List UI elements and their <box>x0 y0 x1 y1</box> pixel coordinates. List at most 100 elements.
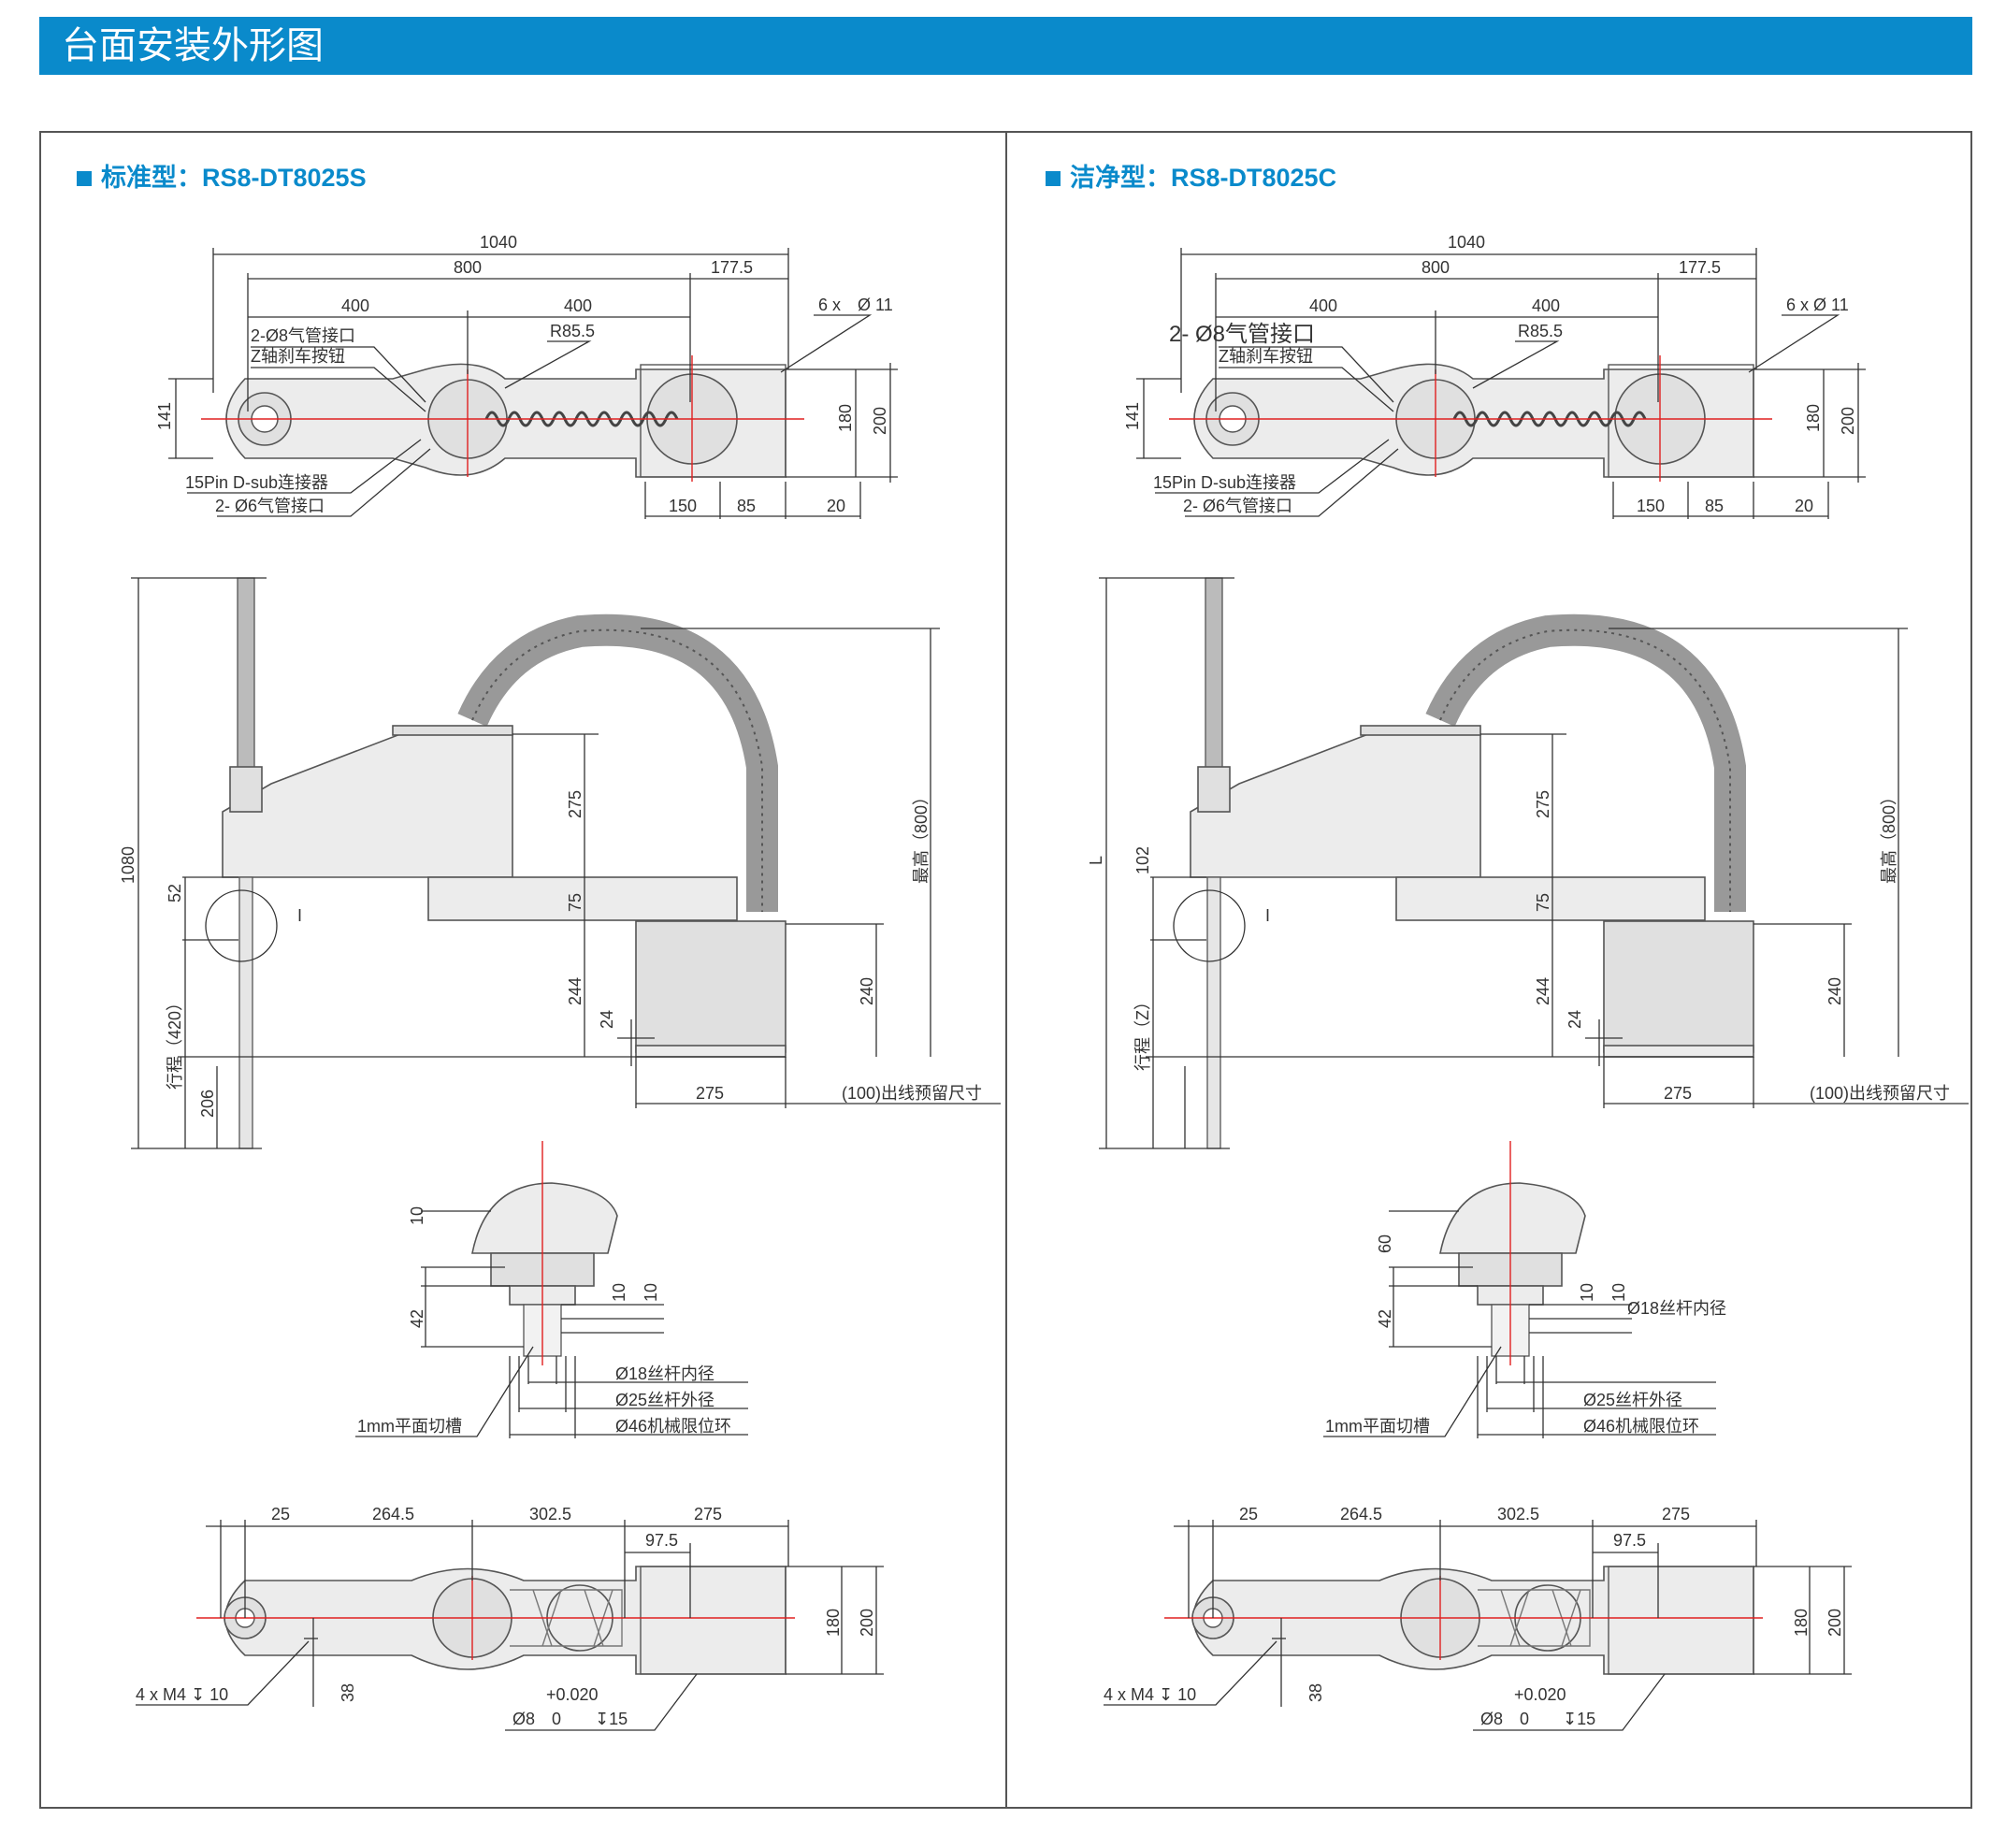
detail-mark: I <box>297 906 302 925</box>
dim-275-height: 275 <box>566 790 584 818</box>
dim-141: 141 <box>155 402 174 430</box>
air-port-8-label: 2-Ø8气管接口 <box>251 326 355 345</box>
dim-24: 24 <box>1566 1010 1584 1029</box>
stroke-label: 行程（420） <box>166 994 184 1090</box>
side-base <box>635 920 787 1053</box>
pin-hole-label: Ø8 0 ↧15 <box>512 1710 628 1728</box>
dim-38: 38 <box>339 1683 357 1702</box>
dim-60: 60 <box>1376 1234 1394 1253</box>
radius-label: R85.5 <box>1518 322 1563 340</box>
dim-25: 25 <box>1239 1505 1258 1523</box>
dim-180: 180 <box>836 404 855 432</box>
dim-200: 200 <box>1839 407 1857 435</box>
dim-180: 180 <box>824 1609 843 1637</box>
panel-divider <box>1005 131 1007 1809</box>
dim-244: 244 <box>566 977 584 1005</box>
screw-inner-label: Ø18丝杆内径 <box>615 1364 714 1383</box>
dim-400-right: 400 <box>564 296 592 315</box>
dim-52: 52 <box>166 884 184 902</box>
dim-75: 75 <box>1534 893 1552 912</box>
dsub-label: 15Pin D-sub连接器 <box>1153 473 1296 492</box>
dim-85: 85 <box>1705 497 1724 515</box>
dim-97-5: 97.5 <box>645 1531 678 1550</box>
dsub-label: 15Pin D-sub连接器 <box>185 473 328 492</box>
flat-cut-label: 1mm平面切槽 <box>1325 1417 1430 1436</box>
tapped-holes-label: 4 x M4 ↧ 10 <box>1104 1685 1196 1704</box>
screw-outer-label: Ø25丝杆外径 <box>615 1391 714 1409</box>
air-port-6-label: 2- Ø6气管接口 <box>1183 497 1292 515</box>
dim-275: 275 <box>694 1505 722 1523</box>
dim-10: 10 <box>642 1283 660 1302</box>
dim-275-width: 275 <box>1664 1084 1692 1103</box>
top-view <box>168 248 898 519</box>
detail-mark: I <box>1265 906 1270 925</box>
detail-callout-circle <box>205 889 278 962</box>
dim-180: 180 <box>1792 1609 1811 1637</box>
dim-264-5: 264.5 <box>372 1505 414 1523</box>
dim-20: 20 <box>827 497 845 515</box>
dim-1080: 1080 <box>119 846 137 884</box>
dim-L: L <box>1087 856 1105 865</box>
z-brake-label: Z轴刹车按钮 <box>251 347 345 366</box>
dim-177-5: 177.5 <box>711 258 753 277</box>
square-bullet-icon <box>77 171 92 186</box>
screw-inner-label: Ø18丝杆内径 <box>1627 1299 1726 1318</box>
top-cable-spiral <box>484 411 679 427</box>
dim-141: 141 <box>1123 402 1142 430</box>
dim-97-5: 97.5 <box>1613 1531 1646 1550</box>
holes-label: 6 x Ø 11 <box>1786 296 1849 314</box>
side-view <box>131 577 1001 1149</box>
dim-150: 150 <box>669 497 697 515</box>
dim-206: 206 <box>198 1090 217 1118</box>
dim-302-5: 302.5 <box>529 1505 571 1523</box>
dim-75: 75 <box>566 893 584 912</box>
dim-42: 42 <box>408 1309 426 1328</box>
z-brake-label: Z轴刹车按钮 <box>1219 347 1313 366</box>
panel-standard <box>131 248 1001 1731</box>
dim-800: 800 <box>1422 258 1450 277</box>
limit-ring-label: Ø46机械限位环 <box>1583 1417 1699 1436</box>
dim-240: 240 <box>1826 977 1844 1005</box>
heading-text: 标准型：RS8-DT8025S <box>101 164 367 192</box>
flat-cut-label: 1mm平面切槽 <box>357 1417 462 1436</box>
tapped-holes-label: 4 x M4 ↧ 10 <box>136 1685 228 1704</box>
dim-1040: 1040 <box>1448 233 1485 252</box>
side-lower-arm <box>427 876 738 921</box>
detail-view <box>355 1141 748 1438</box>
dim-20: 20 <box>1795 497 1813 515</box>
cable-reserve-label: (100)出线预留尺寸 <box>1810 1084 1950 1103</box>
dim-25: 25 <box>271 1505 290 1523</box>
dim-302-5: 302.5 <box>1497 1505 1539 1523</box>
dim-400-left: 400 <box>1309 296 1337 315</box>
dim-102: 102 <box>1133 846 1152 874</box>
air-port-8-label: 2- Ø8气管接口 <box>1169 322 1315 347</box>
pin-hole-label: Ø8 0 ↧15 <box>1480 1710 1595 1728</box>
dim-85: 85 <box>737 497 756 515</box>
dim-240: 240 <box>858 977 876 1005</box>
dim-10: 10 <box>1609 1283 1628 1302</box>
dim-200: 200 <box>858 1609 876 1637</box>
screw-outer-label: Ø25丝杆外径 <box>1583 1391 1682 1409</box>
side-cable-arc <box>457 614 778 912</box>
dim-180: 180 <box>1804 404 1823 432</box>
dim-200: 200 <box>1826 1609 1844 1637</box>
holes-label: 6 x Ø 11 <box>818 296 893 314</box>
top-base-plate <box>640 364 787 478</box>
heading-text: 洁净型：RS8-DT8025C <box>1070 164 1337 192</box>
max-height-label: 最高（800） <box>912 788 931 884</box>
dim-200: 200 <box>871 407 889 435</box>
dim-244: 244 <box>1534 977 1552 1005</box>
dim-275-width: 275 <box>696 1084 724 1103</box>
dim-1040: 1040 <box>480 233 517 252</box>
pin-tolerance-label: +0.020 <box>1514 1685 1566 1704</box>
stroke-label: 行程（Z） <box>1133 993 1152 1071</box>
air-port-6-label: 2- Ø6气管接口 <box>215 497 325 515</box>
dim-275-height: 275 <box>1534 790 1552 818</box>
dim-150: 150 <box>1637 497 1665 515</box>
dim-264-5: 264.5 <box>1340 1505 1382 1523</box>
dim-275: 275 <box>1662 1505 1690 1523</box>
panel-heading-standard: 标准型：RS8-DT8025S <box>77 157 367 194</box>
panel-heading-clean: 洁净型：RS8-DT8025C <box>1046 157 1336 194</box>
